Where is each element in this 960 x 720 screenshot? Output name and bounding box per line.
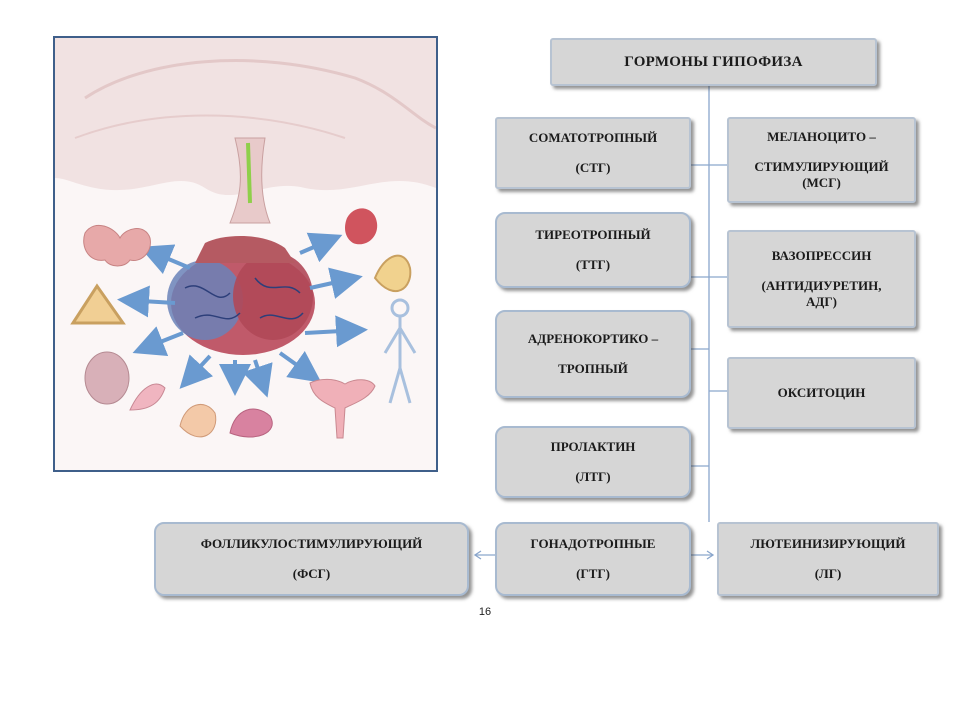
somatotropic-box: СОМАТОТРОПНЫЙ (СТГ) [495,117,691,189]
oxytocin-box: ОКСИТОЦИН [727,357,916,429]
vasopressin-box: ВАЗОПРЕССИН (АНТИДИУРЕТИН, АДГ) [727,230,916,328]
page-number: 16 [478,606,492,618]
mammary-organ [229,408,273,438]
box-line1: СОМАТОТРОПНЫЙ [528,129,658,145]
box-line3: АДГ) [806,294,837,310]
testis-organ [84,351,130,405]
box-line3: (МСГ) [802,175,841,191]
prolactin-box: ПРОЛАКТИН (ЛТГ) [495,426,691,498]
box-line1: ТИРЕОТРОПНЫЙ [535,226,651,242]
melanocyte-stimulating-box: МЕЛАНОЦИТО – СТИМУЛИРУЮЩИЙ (МСГ) [727,117,916,203]
box-line2: (ЛГ) [814,566,842,581]
box-line2: (ГТГ) [576,566,610,581]
box-line2: (ЛТГ) [575,469,611,484]
box-line2: (ФСГ) [292,566,331,581]
header-text: ГОРМОНЫ ГИПОФИЗА [624,53,803,70]
box-line2: (АНТИДИУРЕТИН, [761,277,882,293]
box-line1: ГОНАДОТРОПНЫЕ [530,535,656,551]
bone-organ [373,254,412,292]
adrenocorticotropic-box: АДРЕНОКОРТИКО – ТРОПНЫЙ [495,310,691,398]
thyroid-organ [83,224,151,267]
box-line2: СТИМУЛИРУЮЩИЙ [754,158,889,174]
pituitary-illustration [53,36,438,472]
box-line2: (ТТГ) [575,257,611,272]
uterus-organ [309,378,376,439]
box-line1: ЛЮТЕИНИЗИРУЮЩИЙ [750,535,906,551]
box-line2: (СТГ) [575,160,611,175]
lh-box: ЛЮТЕИНИЗИРУЮЩИЙ (ЛГ) [717,522,939,596]
box-line1: ОКСИТОЦИН [777,384,866,400]
ovary-organ [129,383,166,411]
pituitary-hormones-header: ГОРМОНЫ ГИПОФИЗА [550,38,877,86]
pituitary-drawing [55,38,436,439]
box-line2: ТРОПНЫЙ [558,361,628,376]
box-line1: ВАЗОПРЕССИН [771,247,872,263]
kidney-organ [345,208,378,245]
box-line1: МЕЛАНОЦИТО – [767,128,876,144]
thyrotropic-box: ТИРЕОТРОПНЫЙ (ТТГ) [495,212,691,288]
box-line1: ПРОЛАКТИН [550,438,636,454]
box-line1: АДРЕНОКОРТИКО – [527,330,659,346]
gonadotropic-box: ГОНАДОТРОПНЫЕ (ГТГ) [495,522,691,596]
box-line1: ФОЛЛИКУЛОСТИМУЛИРУЮЩИЙ [200,535,423,551]
adrenal-organ [70,283,126,325]
breast-organ [179,403,217,438]
human-figure [383,298,417,404]
fsh-box: ФОЛЛИКУЛОСТИМУЛИРУЮЩИЙ (ФСГ) [154,522,469,596]
